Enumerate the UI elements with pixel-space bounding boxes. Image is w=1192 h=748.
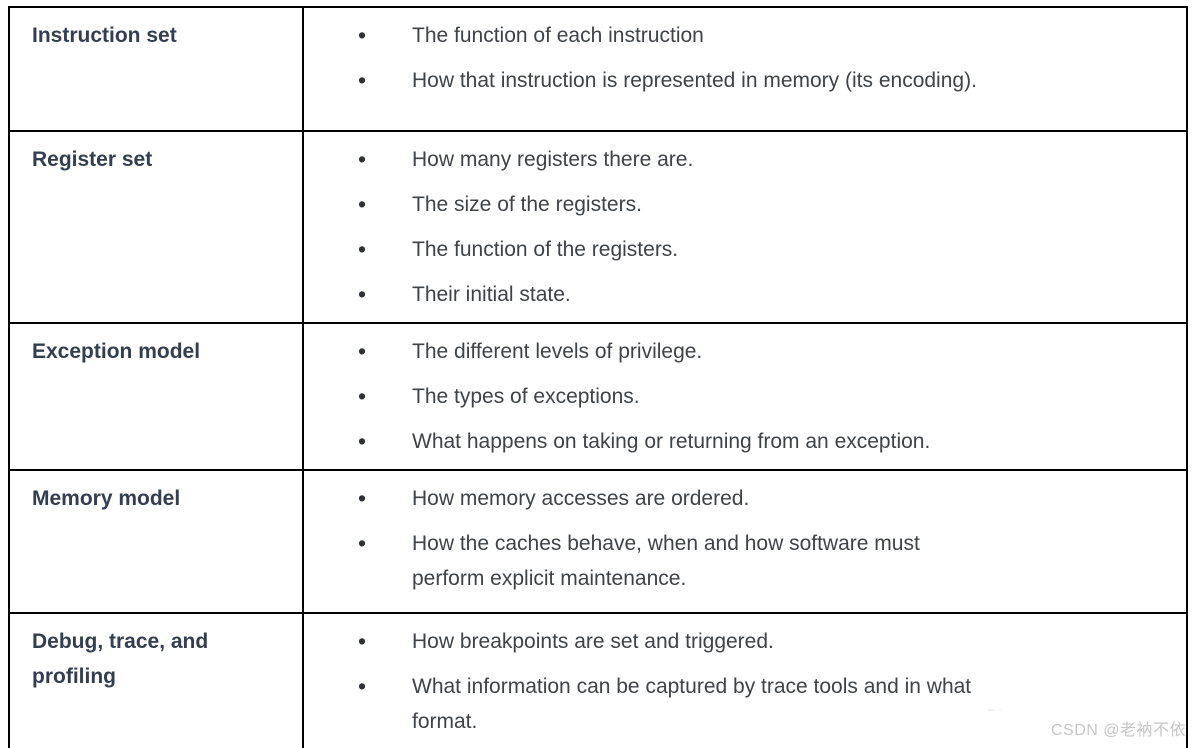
bullet-item: The different levels of privilege.	[344, 334, 1170, 369]
bullet-item: How breakpoints are set and triggered.	[344, 624, 1170, 659]
bullet-list: How breakpoints are set and triggered. Wh…	[344, 624, 1170, 739]
bullet-list: The function of each instructionHow that…	[344, 18, 1170, 98]
bullet-item: What happens on taking or returning from…	[344, 424, 1170, 459]
row-details-cell: The different levels of privilege. The ty…	[302, 322, 1188, 471]
table-body: Instruction set The function of each ins…	[8, 6, 1188, 748]
bullet-item: The function of the registers.	[344, 232, 1170, 267]
bullet-item: How memory accesses are ordered.	[344, 481, 1170, 516]
table-row: Register set How many registers there ar…	[8, 130, 1188, 324]
bullet-item: The types of exceptions.	[344, 379, 1170, 414]
row-details-cell: How many registers there are. The size of…	[302, 130, 1188, 324]
bullet-item: How the caches behave, when and how soft…	[344, 526, 1170, 596]
bullet-item: How that instruction is represented in m…	[344, 63, 1170, 98]
row-category-label: Exception model	[8, 322, 304, 471]
table-row: Debug, trace, and profiling How breakpoi…	[8, 612, 1188, 748]
row-category-label: Debug, trace, and profiling	[8, 612, 304, 748]
row-details-cell: The function of each instructionHow that…	[302, 6, 1188, 132]
table-row: Exception model The different levels of …	[8, 322, 1188, 471]
bullet-item: How many registers there are.	[344, 142, 1170, 177]
table-row: Instruction set The function of each ins…	[8, 6, 1188, 132]
bullet-item: Their initial state.	[344, 277, 1170, 312]
bullet-list: How memory accesses are ordered. How the …	[344, 481, 1170, 596]
bullet-list: The different levels of privilege. The ty…	[344, 334, 1170, 459]
bullet-item: The size of the registers.	[344, 187, 1170, 222]
bullet-item: What information can be captured by trac…	[344, 669, 1170, 739]
row-category-label: Memory model	[8, 469, 304, 614]
table-row: Memory model How memory accesses are ord…	[8, 469, 1188, 614]
row-details-cell: How memory accesses are ordered. How the …	[302, 469, 1188, 614]
csdn-watermark: CSDN @老衲不依	[1050, 722, 1186, 739]
row-category-label: Instruction set	[8, 6, 304, 132]
bullet-list: How many registers there are. The size of…	[344, 142, 1170, 312]
bullet-item: The function of each instruction	[344, 18, 1170, 53]
row-details-cell: How breakpoints are set and triggered. Wh…	[302, 612, 1188, 748]
architecture-spec-table: Instruction set The function of each ins…	[8, 6, 1188, 748]
watermark-smudge: – ·	[988, 702, 1003, 716]
row-category-label: Register set	[8, 130, 304, 324]
